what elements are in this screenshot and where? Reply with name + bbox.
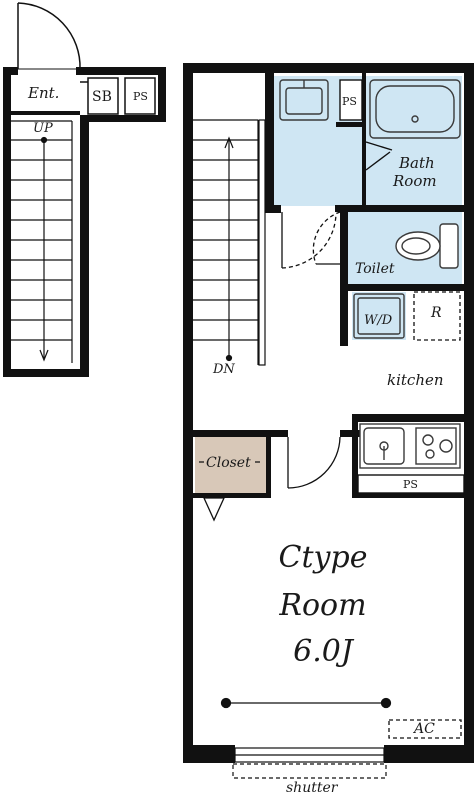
kitchen-counter	[359, 423, 461, 469]
bath-door	[365, 141, 393, 171]
toilet-door	[312, 211, 341, 265]
kitchen-label: kitchen	[387, 371, 444, 389]
toilet-label: Toilet	[355, 261, 395, 277]
washroom-door	[281, 212, 337, 269]
pipe-space-kitchen-label: PS	[403, 478, 418, 491]
room-label: Room	[279, 588, 367, 623]
pipe-space-bath	[339, 79, 363, 121]
window-shutter	[232, 747, 387, 779]
washer-label: W/D	[364, 313, 393, 328]
staircase-up	[11, 120, 73, 363]
down-label: DN	[213, 362, 235, 377]
bath-label-2: Room	[393, 172, 437, 190]
bathtub	[369, 79, 461, 139]
room-door	[287, 436, 341, 489]
pipe-space-kitchen	[357, 474, 465, 494]
up-label: UP	[33, 121, 53, 136]
refrigerator-space	[413, 291, 461, 341]
shutter-label: shutter	[286, 780, 338, 796]
entrance-label: Ent.	[28, 84, 60, 102]
staircase-down	[193, 119, 266, 366]
fridge-label: R	[431, 305, 442, 321]
ac-label: AC	[414, 721, 435, 737]
bath-label-1: Bath	[399, 154, 435, 172]
room-type-label: Ctype	[278, 540, 368, 575]
washer-area	[352, 292, 406, 340]
bath-room-area	[366, 76, 462, 206]
toilet-bowl	[395, 223, 459, 269]
pipe-space-upper-label: PS	[133, 90, 148, 103]
room-size-label: 6.0J	[293, 634, 353, 669]
entrance-block	[3, 2, 166, 377]
pipe-space-bath-label: PS	[342, 95, 357, 108]
main-walls	[183, 63, 474, 763]
wash-basin	[279, 79, 329, 121]
air-conditioner	[388, 719, 462, 739]
washing-machine	[353, 293, 405, 339]
shoe-box-label: SB	[92, 89, 112, 105]
closet-label: Closet	[205, 455, 252, 471]
room-dimension-line	[220, 697, 392, 709]
